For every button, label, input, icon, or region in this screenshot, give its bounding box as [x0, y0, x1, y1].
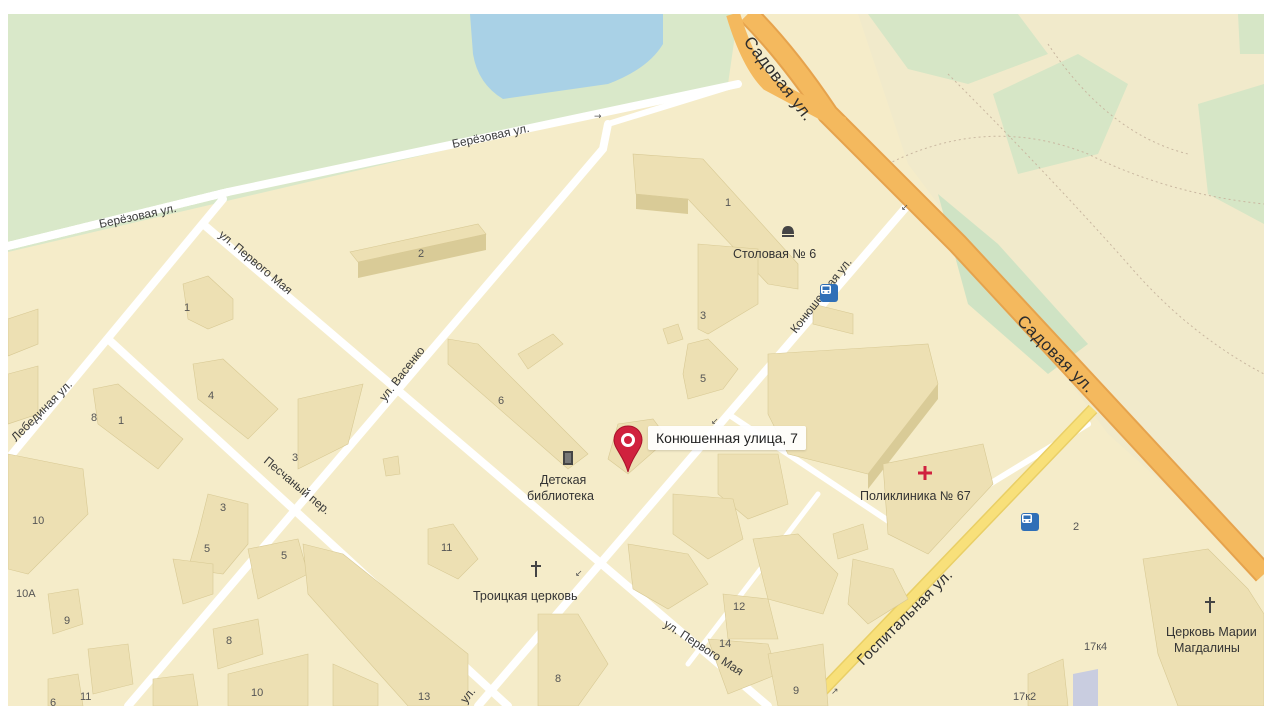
marker-address-label[interactable]: Конюшенная улица, 7: [648, 426, 806, 450]
svg-text:17к4: 17к4: [1084, 641, 1107, 653]
svg-text:8: 8: [555, 673, 561, 685]
svg-text:↙: ↙: [711, 417, 719, 427]
svg-text:17к2: 17к2: [1013, 691, 1036, 703]
canteen-icon: [782, 226, 794, 237]
street-pervogo-maya[interactable]: [199, 220, 772, 706]
buildings: [8, 153, 1264, 706]
park-patch: [1198, 84, 1264, 224]
svg-text:4: 4: [208, 390, 214, 402]
poi-library-line2[interactable]: библиотека: [527, 489, 594, 503]
street-label-pervogo-maya-1: ул. Первого Мая: [216, 228, 295, 298]
poi-troitskaya[interactable]: Троицкая церковь: [473, 589, 578, 603]
svg-text:8: 8: [226, 635, 232, 647]
svg-text:5: 5: [700, 373, 706, 385]
lake: [470, 14, 663, 99]
medical-cross-icon: [918, 466, 932, 480]
svg-text:3: 3: [700, 310, 706, 322]
svg-text:9: 9: [793, 685, 799, 697]
svg-text:8: 8: [91, 412, 97, 424]
svg-text:2: 2: [418, 248, 424, 260]
park-patch: [993, 54, 1128, 174]
svg-text:14: 14: [719, 638, 731, 650]
svg-text:6: 6: [498, 395, 504, 407]
svg-text:13: 13: [418, 691, 430, 703]
svg-text:5: 5: [204, 543, 210, 555]
bus-stop-icon[interactable]: [820, 284, 838, 302]
svg-text:10: 10: [32, 515, 44, 527]
svg-text:1: 1: [184, 302, 190, 314]
svg-text:9: 9: [64, 615, 70, 627]
svg-text:3: 3: [292, 452, 298, 464]
poi-church-line1[interactable]: Церковь Марии: [1166, 625, 1257, 639]
book-icon: [563, 451, 573, 465]
street-lebedinaya[interactable]: [8, 195, 227, 463]
svg-text:↙: ↙: [575, 569, 583, 579]
svg-text:6: 6: [50, 697, 56, 706]
park-patch: [1238, 14, 1264, 54]
svg-text:12: 12: [733, 601, 745, 613]
svg-text:1: 1: [725, 197, 731, 209]
street-inner[interactable]: [685, 491, 821, 667]
map-canvas[interactable]: 1 2 1 4 8 1 3 6 3 5 10 3 5 5 10А 9 8 11 …: [8, 14, 1264, 706]
street-inner[interactable]: [605, 81, 741, 127]
cross-icon: [531, 561, 541, 577]
map-layer: 1 2 1 4 8 1 3 6 3 5 10 3 5 5 10А 9 8 11 …: [8, 14, 1264, 706]
svg-text:10: 10: [251, 687, 263, 699]
svg-text:2: 2: [1073, 521, 1079, 533]
poi-stolovaya[interactable]: Столовая № 6: [733, 247, 816, 261]
building-numbers: 1 2 1 4 8 1 3 6 3 5 10 3 5 5 10А 9 8 11 …: [16, 197, 1107, 706]
svg-text:10А: 10А: [16, 588, 36, 600]
svg-text:5: 5: [281, 550, 287, 562]
svg-text:11: 11: [441, 542, 452, 554]
svg-text:11: 11: [80, 691, 91, 703]
bus-stop-icon[interactable]: [1021, 513, 1039, 531]
svg-text:↙: ↙: [901, 203, 909, 213]
poi-poliklinika[interactable]: Поликлиника № 67: [860, 489, 971, 503]
svg-text:→: →: [594, 112, 602, 122]
map-pin-icon[interactable]: [611, 424, 655, 476]
svg-text:1: 1: [118, 415, 124, 427]
park-area-right: [858, 14, 1264, 574]
poi-church-line2[interactable]: Магдалины: [1174, 641, 1240, 655]
cross-icon: [1205, 597, 1215, 613]
park-patch: [868, 14, 1048, 84]
street-vasenko[interactable]: [124, 120, 612, 706]
poi-library-line1[interactable]: Детская: [540, 473, 586, 487]
svg-text:3: 3: [220, 502, 226, 514]
svg-text:↗: ↗: [831, 687, 839, 697]
